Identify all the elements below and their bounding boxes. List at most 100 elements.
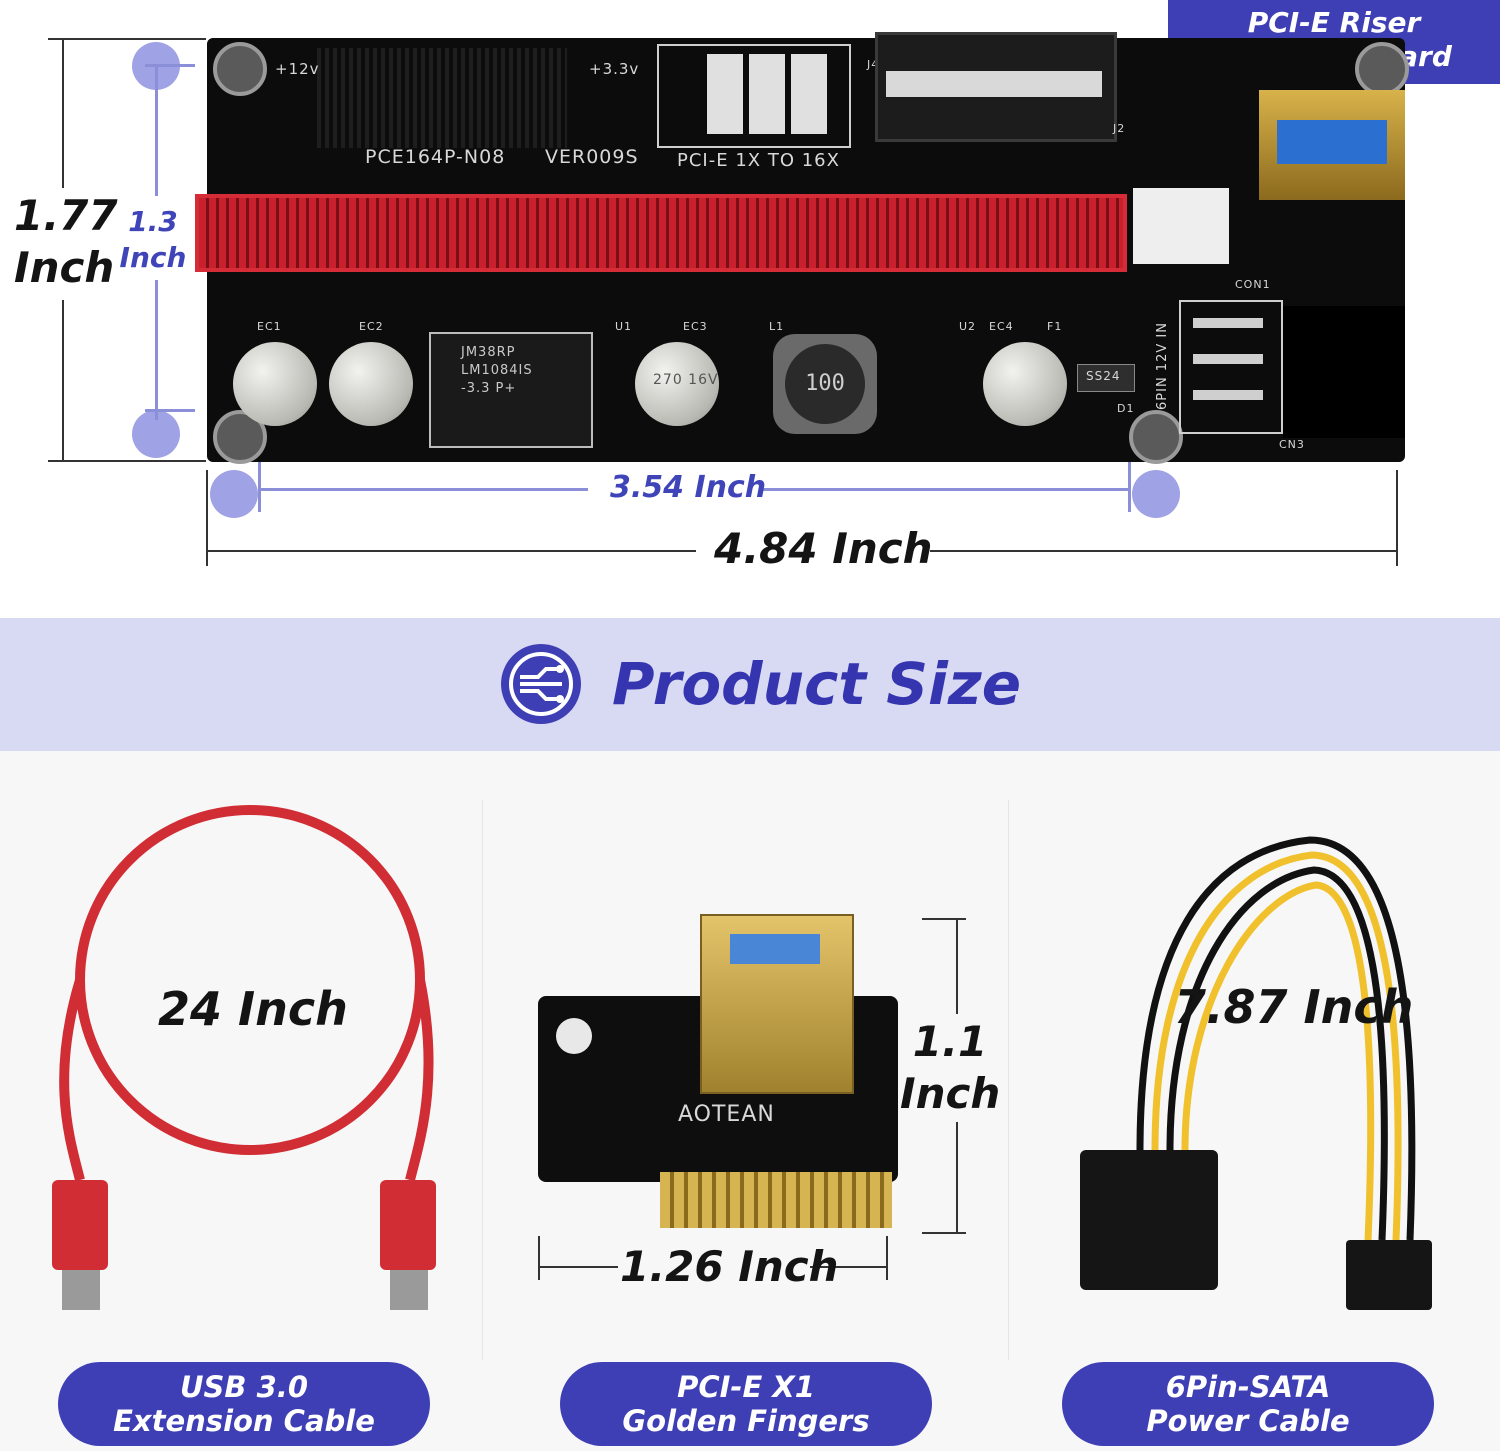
label-sata-cable: 6Pin-SATA Power Cable bbox=[1062, 1362, 1434, 1446]
height-arrow-upper bbox=[62, 38, 64, 188]
power-connector bbox=[1179, 300, 1283, 434]
x1-usb-port bbox=[700, 914, 854, 1094]
diode: SS24 bbox=[1077, 364, 1135, 392]
x1-height-arrow-lower bbox=[956, 1122, 958, 1234]
inner-width-label: 3.54 Inch bbox=[610, 470, 767, 505]
silk-chip: JM38RP LM1084IS -3.3 P+ bbox=[461, 345, 533, 396]
section-band bbox=[0, 618, 1500, 751]
adapter-hole bbox=[556, 1018, 592, 1054]
silk-con1: CON1 bbox=[1235, 278, 1271, 291]
x1-height-arrow-upper bbox=[956, 918, 958, 1014]
riser-board-image: +12v +3.3v J4 J2 PCE164P-N08 VER009S PCI… bbox=[195, 32, 1409, 464]
label-usb-cable: USB 3.0 Extension Cable bbox=[58, 1362, 430, 1446]
circuit-icon bbox=[501, 644, 581, 724]
x1-width-tick-right bbox=[886, 1236, 888, 1280]
inner-height-value: 1.3 bbox=[128, 205, 178, 238]
board-height-label: 1.77 Inch bbox=[14, 190, 118, 294]
x1-usb-tongue bbox=[730, 934, 820, 964]
inductor: 100 bbox=[773, 334, 877, 434]
column-divider bbox=[482, 800, 483, 1360]
silk-d1: D1 bbox=[1117, 402, 1135, 415]
x1-width-arrow-left bbox=[538, 1266, 618, 1268]
inner-height-tick-top bbox=[145, 64, 195, 67]
guide-dot bbox=[1132, 470, 1180, 518]
mounting-hole bbox=[1129, 410, 1183, 464]
silk-u2: U2 bbox=[959, 320, 977, 333]
column-divider bbox=[1008, 800, 1009, 1360]
six-pin-socket bbox=[657, 44, 851, 148]
usb-port bbox=[1259, 90, 1405, 200]
inner-height-arrow-upper bbox=[155, 66, 158, 196]
receptacle-latch bbox=[886, 71, 1102, 97]
width-guide-right bbox=[1396, 470, 1398, 566]
height-guide-top bbox=[48, 38, 206, 40]
silk-12v: +12v bbox=[275, 60, 320, 78]
label-sata-line1: 6Pin-SATA bbox=[1165, 1370, 1331, 1404]
usb-port-tongue bbox=[1277, 120, 1387, 164]
inner-height-unit: Inch bbox=[119, 241, 187, 274]
socket-pins bbox=[707, 54, 827, 134]
usb-receptacle bbox=[875, 32, 1117, 142]
connector-pins bbox=[1193, 318, 1263, 416]
adapter-brand: AOTEAN bbox=[678, 1102, 775, 1127]
sata-length-label: 7.87 Inch bbox=[1174, 980, 1414, 1034]
width-guide-left bbox=[206, 470, 208, 566]
inner-height-label: 1.3 Inch bbox=[118, 204, 188, 276]
capacitor bbox=[635, 342, 719, 426]
silk-model: PCE164P-N08 bbox=[365, 146, 506, 168]
x1-height-tick-top bbox=[922, 918, 966, 920]
inner-width-arrow-right bbox=[762, 488, 1130, 491]
mounting-hole bbox=[213, 42, 267, 96]
label-x1-line1: PCI-E X1 bbox=[677, 1370, 815, 1404]
x1-height-unit: Inch bbox=[900, 1069, 1001, 1118]
silk-cap-rating: 270 16V bbox=[653, 372, 719, 388]
silk-version: VER009S bbox=[545, 146, 639, 168]
board-height-unit: Inch bbox=[14, 243, 115, 292]
x1-height-label: 1.1 Inch bbox=[900, 1016, 1000, 1120]
inner-width-tick-right bbox=[1128, 462, 1131, 512]
silk-ec3: EC3 bbox=[683, 320, 708, 333]
inner-height-tick-bottom bbox=[145, 409, 195, 412]
silk-inductor: 100 bbox=[785, 344, 865, 424]
width-arrow-right bbox=[930, 550, 1396, 552]
silk-diode: SS24 bbox=[1086, 369, 1121, 383]
height-arrow-lower bbox=[62, 300, 64, 460]
silk-power-in: 6PIN 12V IN bbox=[1155, 322, 1170, 410]
x1-width-label: 1.26 Inch bbox=[620, 1242, 839, 1291]
sata-cable-image bbox=[1080, 836, 1432, 1310]
x1-width-tick-left bbox=[538, 1236, 540, 1280]
golden-fingers bbox=[660, 1172, 892, 1228]
silk-33v: +3.3v bbox=[589, 60, 640, 78]
trace-pattern bbox=[317, 48, 567, 148]
silk-j4: J4 bbox=[867, 58, 880, 71]
capacitor bbox=[983, 342, 1067, 426]
silk-type: PCI-E 1X TO 16X bbox=[677, 150, 840, 171]
silk-l1: L1 bbox=[769, 320, 785, 333]
silk-ec2: EC2 bbox=[359, 320, 384, 333]
inner-width-arrow-left bbox=[258, 488, 588, 491]
badge-line-1: PCI-E Riser bbox=[1247, 6, 1421, 39]
inner-height-arrow-lower bbox=[155, 280, 158, 420]
label-sata-line2: Power Cable bbox=[1146, 1404, 1350, 1438]
x1-height-tick-bottom bbox=[922, 1232, 966, 1234]
silk-f1: F1 bbox=[1047, 320, 1063, 333]
board-height-value: 1.77 bbox=[14, 191, 118, 240]
width-arrow-left bbox=[206, 550, 696, 552]
cable-length-label: 24 Inch bbox=[158, 982, 348, 1036]
slot-latch bbox=[1133, 188, 1229, 264]
inner-width-tick-left bbox=[258, 462, 261, 512]
pcie-x16-slot bbox=[195, 194, 1127, 272]
capacitor bbox=[233, 342, 317, 426]
silk-cn3: CN3 bbox=[1279, 438, 1305, 451]
silk-j2: J2 bbox=[1113, 122, 1126, 135]
usb-cable-image bbox=[52, 805, 436, 1310]
capacitor bbox=[329, 342, 413, 426]
label-golden-fingers: PCI-E X1 Golden Fingers bbox=[560, 1362, 932, 1446]
height-guide-bottom bbox=[48, 460, 206, 462]
regulator-chip: JM38RP LM1084IS -3.3 P+ bbox=[429, 332, 593, 448]
board-width-label: 4.84 Inch bbox=[714, 524, 933, 573]
silk-ec4: EC4 bbox=[989, 320, 1014, 333]
power-housing bbox=[1283, 306, 1405, 438]
section-title: Product Size bbox=[612, 650, 1022, 718]
label-x1-line2: Golden Fingers bbox=[622, 1404, 870, 1438]
